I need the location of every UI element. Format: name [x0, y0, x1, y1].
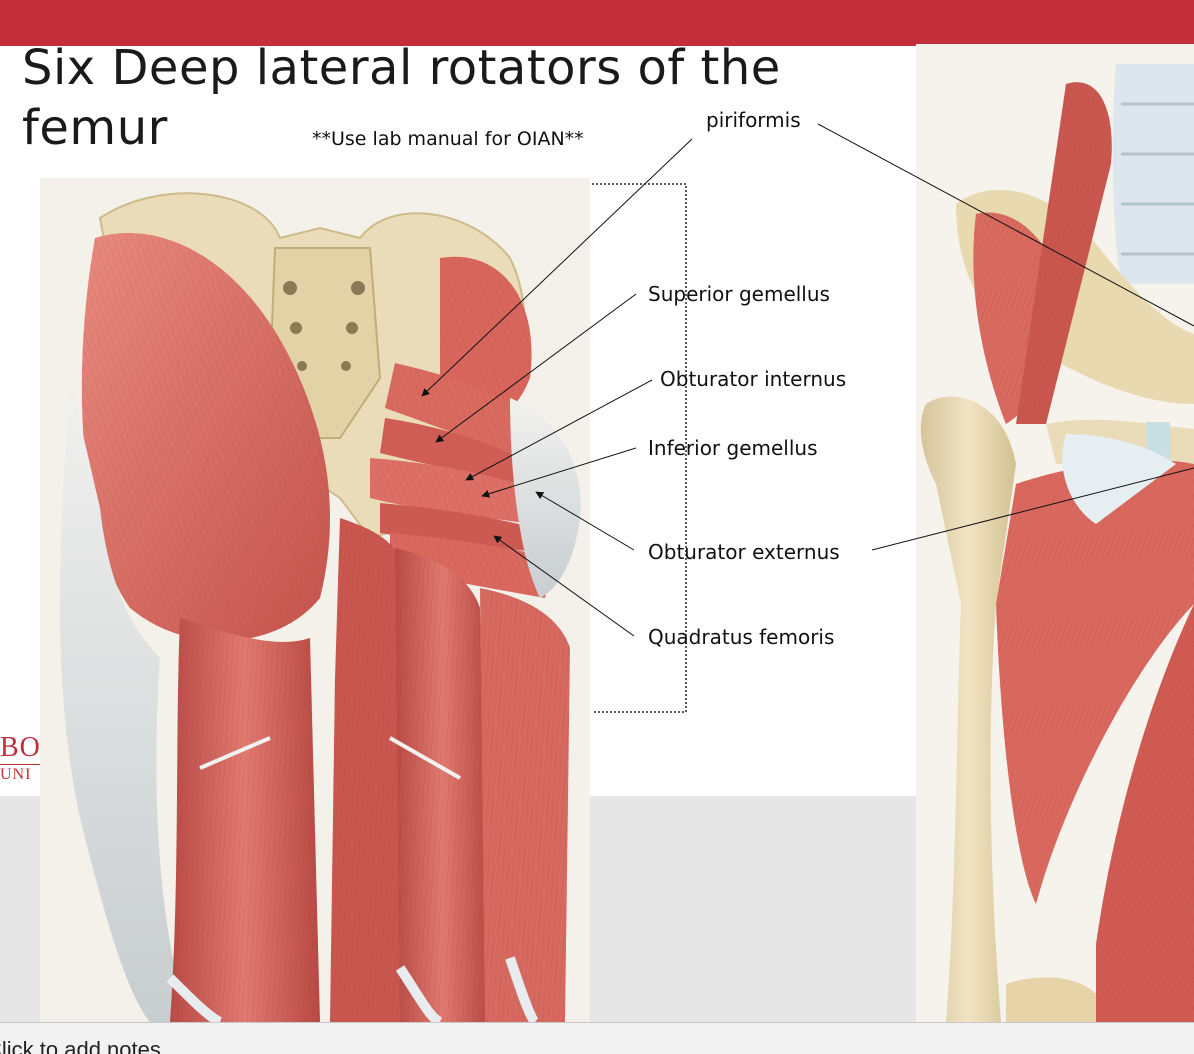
logo-rule — [0, 764, 48, 765]
speaker-notes-pane[interactable]: Click to add notes — [0, 1022, 1194, 1054]
label-obturator-internus[interactable]: Obturator internus — [660, 367, 847, 391]
slide-canvas[interactable]: Six Deep lateral rotators of the femur *… — [0, 0, 1194, 1022]
lab-manual-note[interactable]: **Use lab manual for OIAN** — [312, 128, 584, 150]
logo-text-bottom: UNI — [0, 766, 32, 783]
logo-text-top: BO — [0, 732, 41, 763]
posterior-hip-illustration[interactable] — [40, 178, 590, 1022]
label-inferior-gemellus[interactable]: Inferior gemellus — [648, 436, 818, 460]
anterior-hip-illustration[interactable] — [916, 44, 1194, 1022]
label-quadratus-femoris[interactable]: Quadratus femoris — [648, 625, 835, 649]
label-obturator-externus[interactable]: Obturator externus — [648, 540, 840, 564]
label-superior-gemellus[interactable]: Superior gemellus — [648, 282, 830, 306]
slide-title[interactable]: Six Deep lateral rotators of the femur — [22, 40, 781, 156]
notes-placeholder[interactable]: Click to add notes — [0, 1037, 161, 1054]
label-piriformis[interactable]: piriformis — [706, 108, 801, 132]
title-accent-bar — [0, 0, 1194, 46]
university-logo: BO UNI — [0, 722, 60, 798]
